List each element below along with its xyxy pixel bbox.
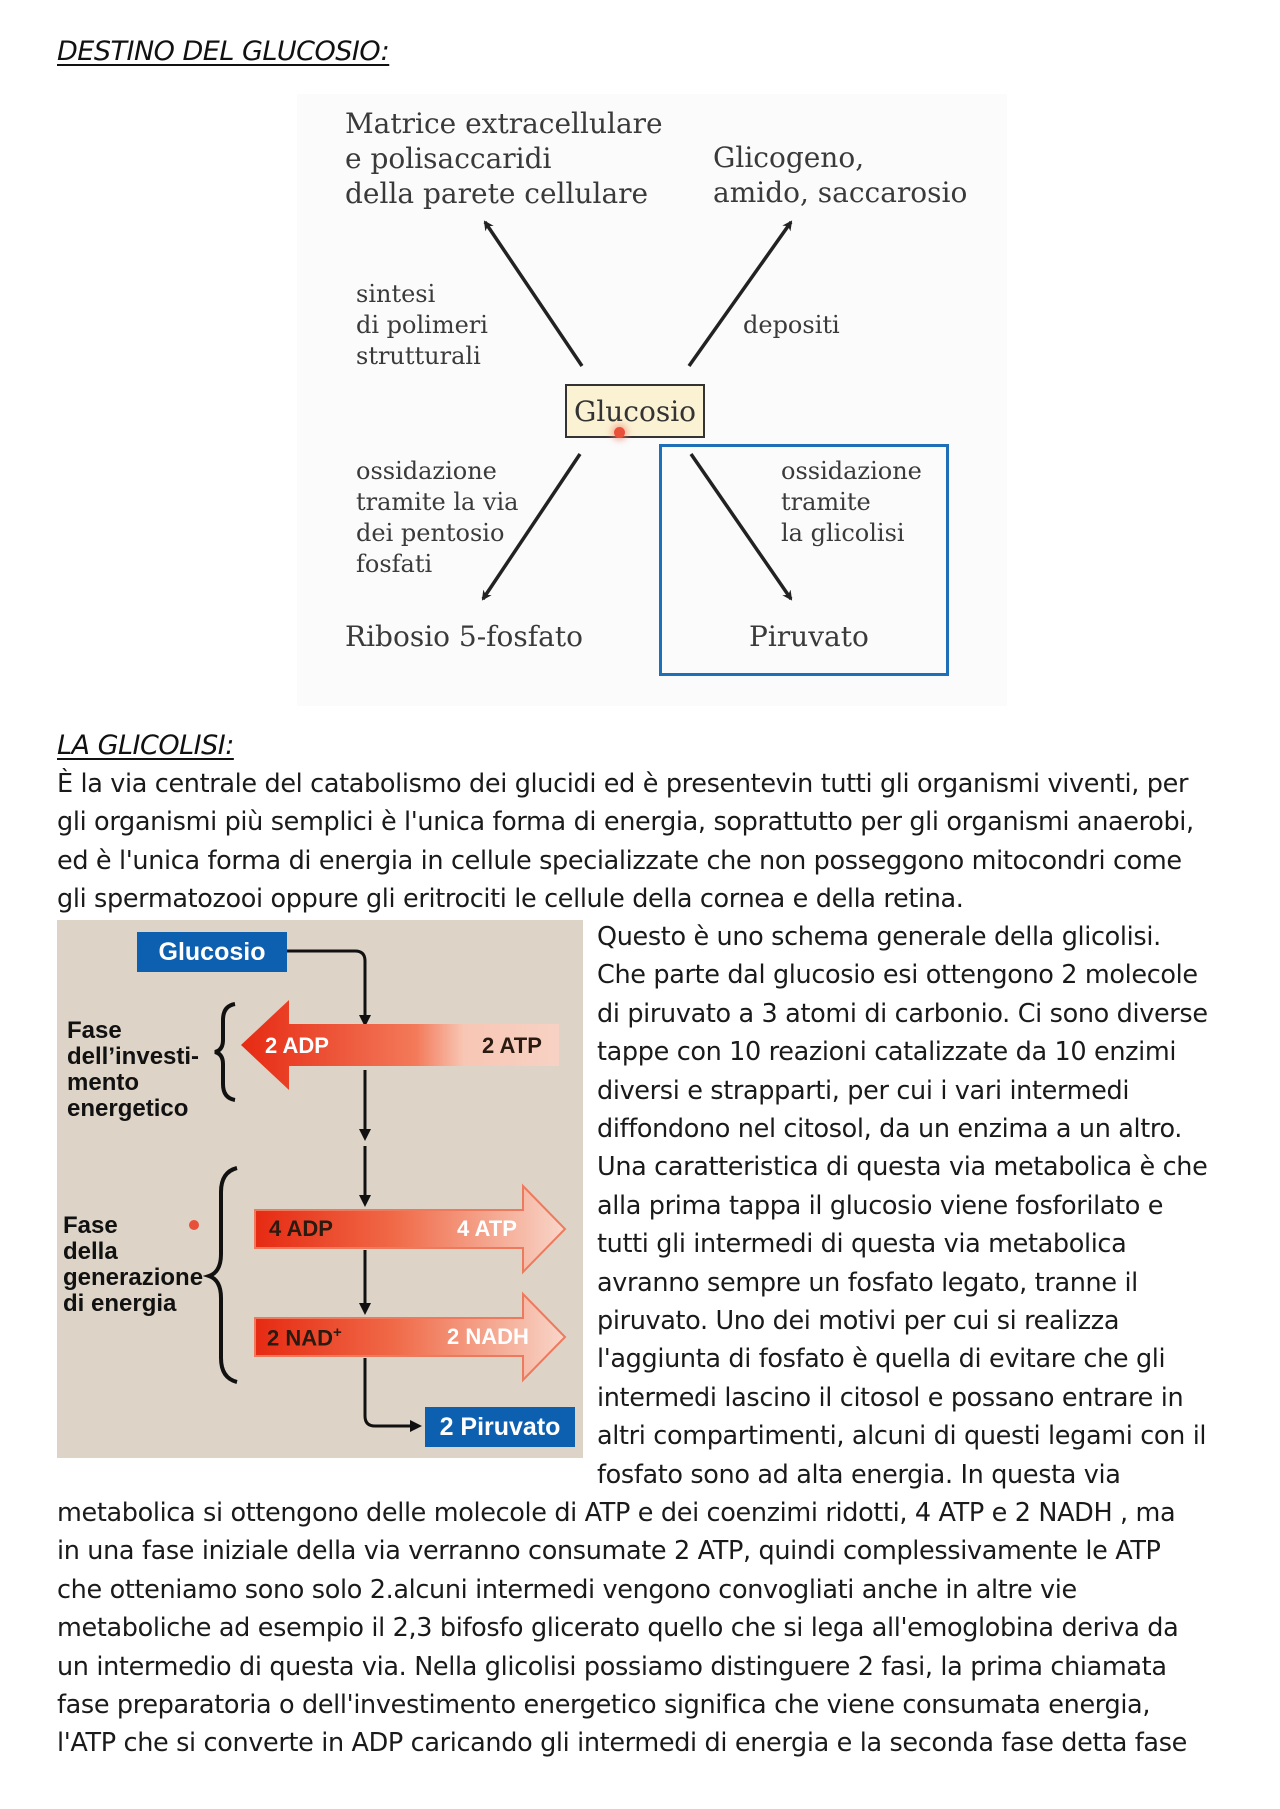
glycolysis-arrows bbox=[189, 949, 567, 1432]
arrow1-right-label: 2 ATP bbox=[482, 1033, 542, 1058]
flow-line-end bbox=[363, 1358, 422, 1432]
cursor-dot-2 bbox=[189, 1220, 199, 1230]
arrow2-shape bbox=[254, 1183, 567, 1275]
matrix-label: Matrice extracellulare e polisaccaridi d… bbox=[345, 107, 663, 210]
section-heading-destino: DESTINO DEL GLUCOSIO: bbox=[57, 36, 390, 67]
pyruvate-end-box: 2 Piruvato bbox=[425, 1407, 575, 1447]
generation-phase-label: Fase della generazione di energia bbox=[63, 1212, 204, 1317]
pyruvate-label: Piruvato bbox=[749, 620, 869, 653]
arrow3-right-label: 2 NADH bbox=[447, 1324, 529, 1349]
cursor-dot bbox=[614, 427, 625, 438]
arrow-to-glycogen bbox=[687, 220, 793, 368]
glucose-fate-diagram: Matrice extracellulare e polisaccaridi d… bbox=[297, 94, 1007, 706]
investment-phase-label: Fase dell’investi- mento energetico bbox=[67, 1017, 200, 1122]
glycolysis-scheme: Glucosio Fase dell’investi- mento energe… bbox=[57, 920, 583, 1458]
glucose-box: Glucosio bbox=[565, 384, 705, 438]
phase1-brace bbox=[214, 1002, 236, 1102]
fate-arrows bbox=[481, 220, 793, 601]
structural-synthesis-label: sintesi di polimeri strutturali bbox=[356, 280, 488, 370]
arrow2-right-label: 4 ATP bbox=[457, 1216, 517, 1241]
phase2-brace bbox=[202, 1166, 238, 1384]
section-heading-glicolisi: LA GLICOLISI: bbox=[57, 730, 234, 761]
arrow1-left-label: 2 ADP bbox=[265, 1033, 329, 1058]
ribose-label: Ribosio 5-fosfato bbox=[345, 620, 583, 653]
side-paragraph: Questo è uno schema generale della glico… bbox=[597, 922, 1208, 1490]
arrow1-shape bbox=[241, 1000, 559, 1090]
glucose-start-box: Glucosio bbox=[137, 932, 287, 972]
glycolysis-highlight-box bbox=[659, 444, 949, 676]
arrow-to-pyruvate bbox=[689, 453, 793, 601]
glycolysis-oxidation-label: ossidazione tramite la glicolisi bbox=[781, 457, 922, 547]
arrow3-left-label: 2 NAD+ bbox=[267, 1324, 342, 1351]
arrow3-shape bbox=[254, 1291, 567, 1383]
pentose-oxidation-label: ossidazione tramite la via dei pentosio … bbox=[356, 457, 519, 578]
bottom-paragraph: metabolica si ottengono delle molecole d… bbox=[57, 1498, 1187, 1759]
arrow2-left-label: 4 ADP bbox=[269, 1216, 333, 1241]
arrow-to-ribose bbox=[481, 453, 582, 601]
glycogen-label: Glicogeno, amido, saccarosio bbox=[713, 141, 968, 209]
storage-label: depositi bbox=[743, 311, 840, 339]
intro-paragraph: È la via centrale del catabolismo dei gl… bbox=[57, 769, 1194, 915]
arrow-to-matrix bbox=[483, 220, 584, 367]
flow-line-top bbox=[287, 949, 371, 1027]
